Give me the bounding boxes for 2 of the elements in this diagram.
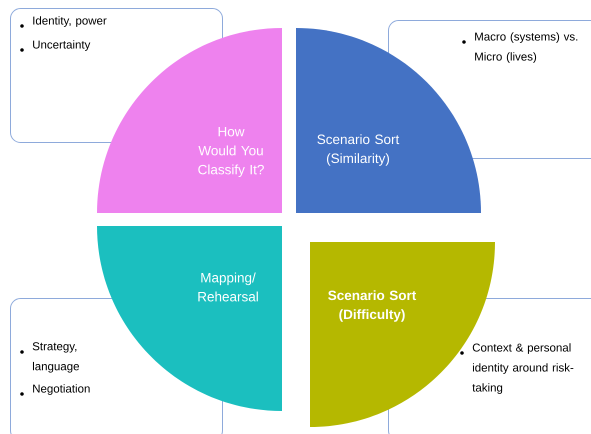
quarter-circle-segment: Mapping/ Rehearsal — [97, 226, 282, 411]
quarter-circle-segment: How Would You Classify It? — [97, 28, 282, 213]
